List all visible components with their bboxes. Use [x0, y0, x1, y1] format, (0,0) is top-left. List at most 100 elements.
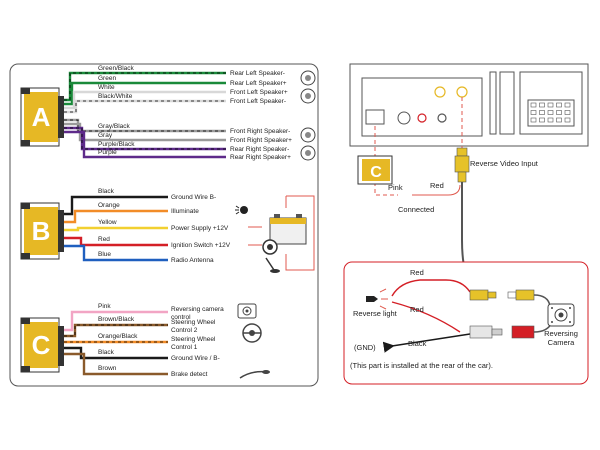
wire-c-label-4: Brown [98, 365, 117, 372]
connector-pin [564, 110, 571, 115]
wire-a-dest-7: Rear Right Speaker+ [230, 154, 291, 161]
rca-plug-top [454, 147, 470, 183]
wire-c-dest-1: Steering Wheel [171, 319, 216, 326]
connector-pin [530, 110, 537, 115]
connected-label: Connected [398, 205, 434, 214]
reversing-camera-icon [547, 303, 575, 327]
connector-c-badge [24, 322, 58, 368]
reversing-camera-label-2: Camera [548, 338, 576, 347]
speaker-icon-cone [305, 132, 311, 138]
connector-pin [564, 102, 571, 108]
wire-a-dest-1: Rear Left Speaker+ [230, 80, 287, 87]
wire-a-label-6: Purple/Black [98, 141, 135, 148]
reverse-video-port [456, 86, 468, 98]
red-wire-mid [391, 301, 461, 333]
wire-b-dest-4: Radio Antenna [171, 257, 214, 264]
wire-a-dest-5: Front Right Speaker+ [230, 137, 292, 144]
wire-b-dest-0: Ground Wire B- [171, 194, 216, 201]
wire-a-7 [64, 130, 226, 159]
wire-a-dest-2: Front Left Speaker+ [230, 89, 288, 96]
connector-pin [530, 102, 537, 108]
connector-port-c [365, 109, 385, 125]
connector-b-letter: B [32, 216, 51, 246]
connector-pin [530, 117, 537, 123]
pink-dashed-line [374, 126, 398, 196]
wire-a-label-2: White [98, 84, 115, 91]
connector-pin [556, 102, 562, 108]
wire-a-stripe-6 [64, 127, 226, 150]
connector-pin [556, 117, 562, 123]
red-label-bottom-top: Red [410, 268, 424, 277]
wire-b-0 [64, 195, 168, 216]
wire-b-2 [64, 226, 168, 232]
wire-b-label-0: Black [98, 188, 115, 195]
wire-a-label-7: Purple [98, 149, 117, 156]
reverse-video-input-label: Reverse Video Input [470, 159, 539, 168]
connector-b-badge [24, 207, 58, 255]
rear-install-note: (This part is installed at the rear of t… [350, 361, 493, 370]
speaker-icon-cone [305, 93, 311, 99]
connector-c-letter: C [32, 330, 51, 360]
wire-a-stripe-3 [64, 100, 226, 113]
connector-pin [539, 110, 545, 115]
battery-icon [269, 214, 307, 245]
gnd-label: (GND) [354, 343, 376, 352]
speaker-icon-cone [305, 75, 311, 81]
head-unit-rear [349, 63, 589, 147]
reverse-light-label: Reverse light [353, 309, 398, 318]
wire-b-dest-1: Illuminate [171, 208, 199, 215]
wire-c-dest2-1: Control 2 [171, 327, 198, 334]
black-wire [382, 333, 471, 353]
wire-a-1 [64, 81, 226, 106]
wire-c-stripe-1 [64, 324, 168, 337]
brake-pedal-icon [239, 370, 270, 379]
wire-b-label-2: Yellow [98, 219, 117, 226]
wire-c-dest2-0: control [171, 314, 191, 321]
wire-b-label-3: Red [98, 236, 110, 243]
wire-a-stripe-4 [64, 119, 226, 132]
antenna-port [397, 111, 411, 125]
wire-c-0 [64, 310, 168, 332]
wire-c-dest-2: Steering Wheel [171, 336, 216, 343]
wire-a-dest-4: Front Right Speaker- [230, 128, 290, 135]
wire-a-label-5: Gray [98, 132, 113, 139]
connector-pin [556, 110, 562, 115]
wire-a-stripe-0 [64, 72, 226, 101]
steering-wheel-icon [242, 323, 262, 343]
connector-pin [547, 117, 554, 123]
wire-b-dest-2: Power Supply +12V [171, 225, 229, 232]
reverse-light-icon [366, 288, 388, 310]
black-label: Black [408, 339, 427, 348]
wire-c-dest-3: Ground Wire / B- [171, 355, 220, 362]
antenna-icon [265, 257, 280, 273]
pink-label-top: Pink [388, 183, 403, 192]
wire-a-dest-3: Front Left Speaker- [230, 98, 286, 105]
speaker-icon-cone [305, 150, 311, 156]
wire-a-dest-6: Rear Right Speaker- [230, 146, 289, 153]
red-label-top: Red [430, 181, 444, 190]
wire-c-dest-0: Reversing camera [171, 306, 224, 313]
wire-b-label-1: Orange [98, 202, 120, 209]
wire-c-label-0: Pink [98, 303, 111, 310]
wire-b-label-4: Blue [98, 251, 111, 258]
connector-pin [564, 117, 571, 123]
connector-a-letter: A [32, 102, 51, 132]
bulb-icon [235, 205, 248, 215]
wire-a-2 [64, 90, 226, 110]
wire-a-label-1: Green [98, 75, 116, 82]
red-wire-top [391, 279, 471, 297]
wire-c-dest-4: Brake detect [171, 371, 208, 378]
wire-b-3 [64, 236, 168, 247]
wire-a-label-3: Black/White [98, 93, 133, 100]
wire-c-label-3: Black [98, 349, 115, 356]
wire-a-label-0: Green/Black [98, 65, 135, 72]
wire-c-dest2-2: Control 1 [171, 344, 198, 351]
wire-c-label-1: Brown/Black [98, 316, 135, 323]
wire-a-label-4: Gray/Black [98, 123, 131, 130]
connector-pin [539, 102, 545, 108]
wire-b-dest-3: Ignition Switch +12V [171, 242, 231, 249]
power-plug [469, 325, 535, 339]
